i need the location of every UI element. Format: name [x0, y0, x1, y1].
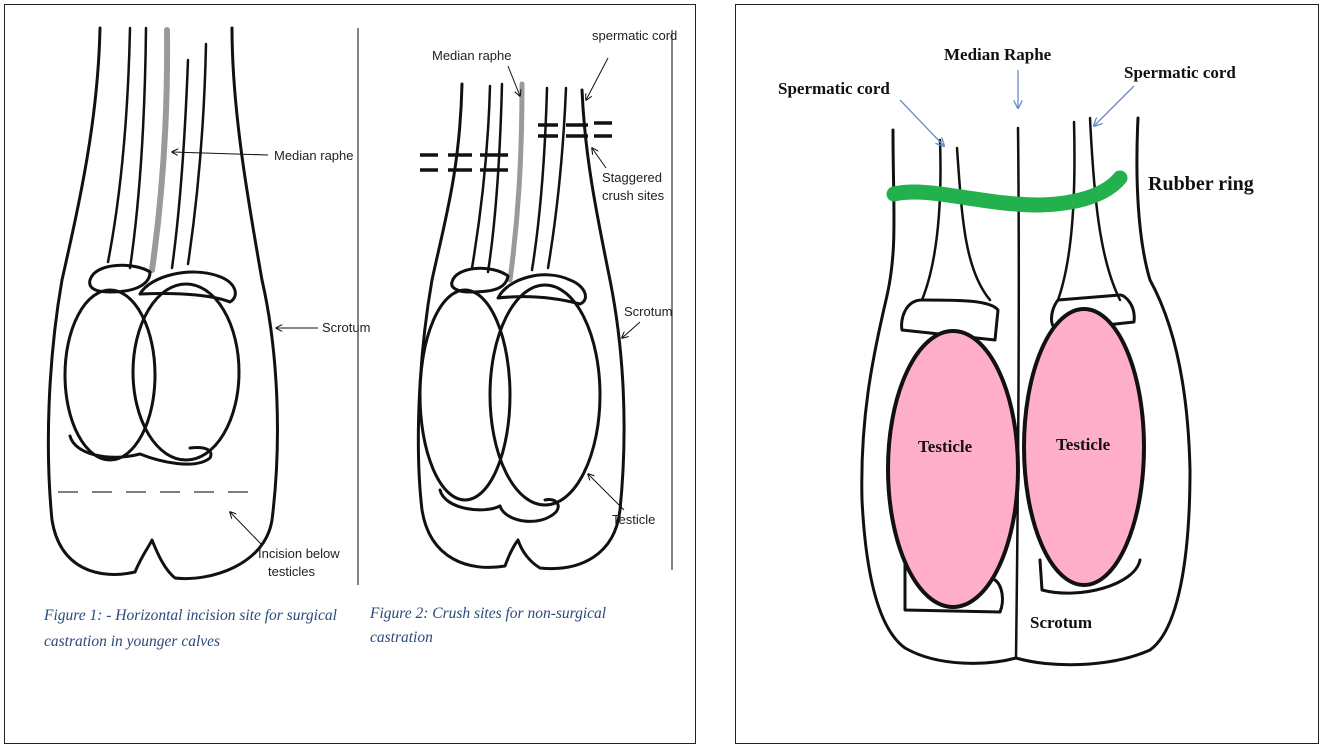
fig1-testicle-right — [133, 284, 239, 460]
fig1-incision-arrow — [230, 512, 262, 545]
fig2-epididymis-top-left — [452, 268, 508, 292]
fig3-cord-left-outer — [922, 140, 940, 300]
fig1-epididymis-top-left — [90, 265, 150, 292]
fig2-spermatic-cord-arrow — [586, 58, 608, 100]
fig2-caption-2: castration — [370, 629, 433, 646]
fig2-cord-right-outer — [548, 88, 566, 268]
fig3-label-testicle-right: Testicle — [1056, 435, 1111, 454]
fig1-label-incision-1: Incision below — [258, 546, 340, 561]
fig2-label-staggered-2: crush sites — [602, 188, 665, 203]
fig3-label-scrotum: Scrotum — [1030, 613, 1092, 632]
fig3-label-spermatic-cord-right: Spermatic cord — [1124, 63, 1236, 82]
fig1-caption-2: castration in younger calves — [44, 633, 220, 650]
fig1-scrotum-outline — [48, 28, 277, 579]
fig1-caption-1: Figure 1: - Horizontal incision site for… — [43, 607, 337, 624]
fig1-label-incision-2: testicles — [268, 564, 315, 579]
fig3-label-spermatic-cord-left: Spermatic cord — [778, 79, 890, 98]
fig2-caption-1: Figure 2: Crush sites for non-surgical — [369, 605, 606, 622]
fig3-label-median-raphe: Median Raphe — [944, 45, 1052, 64]
figure1-drawing — [48, 28, 318, 579]
fig3-cord-right-outer — [1090, 118, 1120, 300]
fig1-median-raphe — [152, 30, 167, 270]
fig2-label-testicle: Testicle — [612, 512, 655, 527]
fig1-cord-left-inner — [130, 28, 146, 268]
fig3-testicle-left — [888, 331, 1018, 607]
fig2-testicle-right — [490, 285, 600, 505]
fig2-scrotum-arrow — [622, 322, 640, 338]
fig1-cord-left-outer — [108, 28, 130, 262]
fig2-staggered-arrow — [592, 148, 606, 168]
fig3-rubber-ring — [894, 178, 1120, 205]
fig2-median-raphe — [510, 84, 522, 280]
fig2-label-median-raphe: Median raphe — [432, 48, 512, 63]
fig2-crush-marks — [420, 123, 612, 170]
fig2-cord-right-inner — [532, 88, 547, 270]
fig1-median-raphe-arrow — [172, 152, 268, 155]
fig1-label-scrotum: Scrotum — [322, 320, 370, 335]
fig1-cord-right-inner — [172, 60, 188, 268]
fig3-label-rubber-ring: Rubber ring — [1148, 173, 1254, 195]
fig2-testicle-left — [420, 290, 510, 500]
fig1-cord-right-outer — [188, 44, 206, 264]
fig2-cord-left-outer — [472, 86, 490, 268]
fig1-testicle-left — [65, 290, 155, 460]
fig2-label-staggered-1: Staggered — [602, 170, 662, 185]
fig2-median-raphe-arrow — [508, 66, 520, 96]
fig1-epididymis-top-right — [140, 272, 235, 302]
fig2-label-spermatic-cord: spermatic cord — [592, 28, 677, 43]
fig3-cord-left-inner — [957, 148, 990, 300]
fig3-spermatic-cord-right-arrow — [1094, 86, 1134, 126]
fig3-spermatic-cord-left-arrow — [900, 100, 944, 146]
fig3-label-testicle-left: Testicle — [918, 437, 973, 456]
diagram-canvas: Median raphe Scrotum Incision below test… — [0, 0, 1323, 727]
figure2-drawing — [418, 58, 640, 569]
fig2-testicle-arrow — [588, 474, 624, 510]
figure3-drawing — [862, 70, 1190, 665]
fig1-label-median-raphe: Median raphe — [274, 148, 354, 163]
fig2-label-scrotum: Scrotum — [624, 304, 672, 319]
